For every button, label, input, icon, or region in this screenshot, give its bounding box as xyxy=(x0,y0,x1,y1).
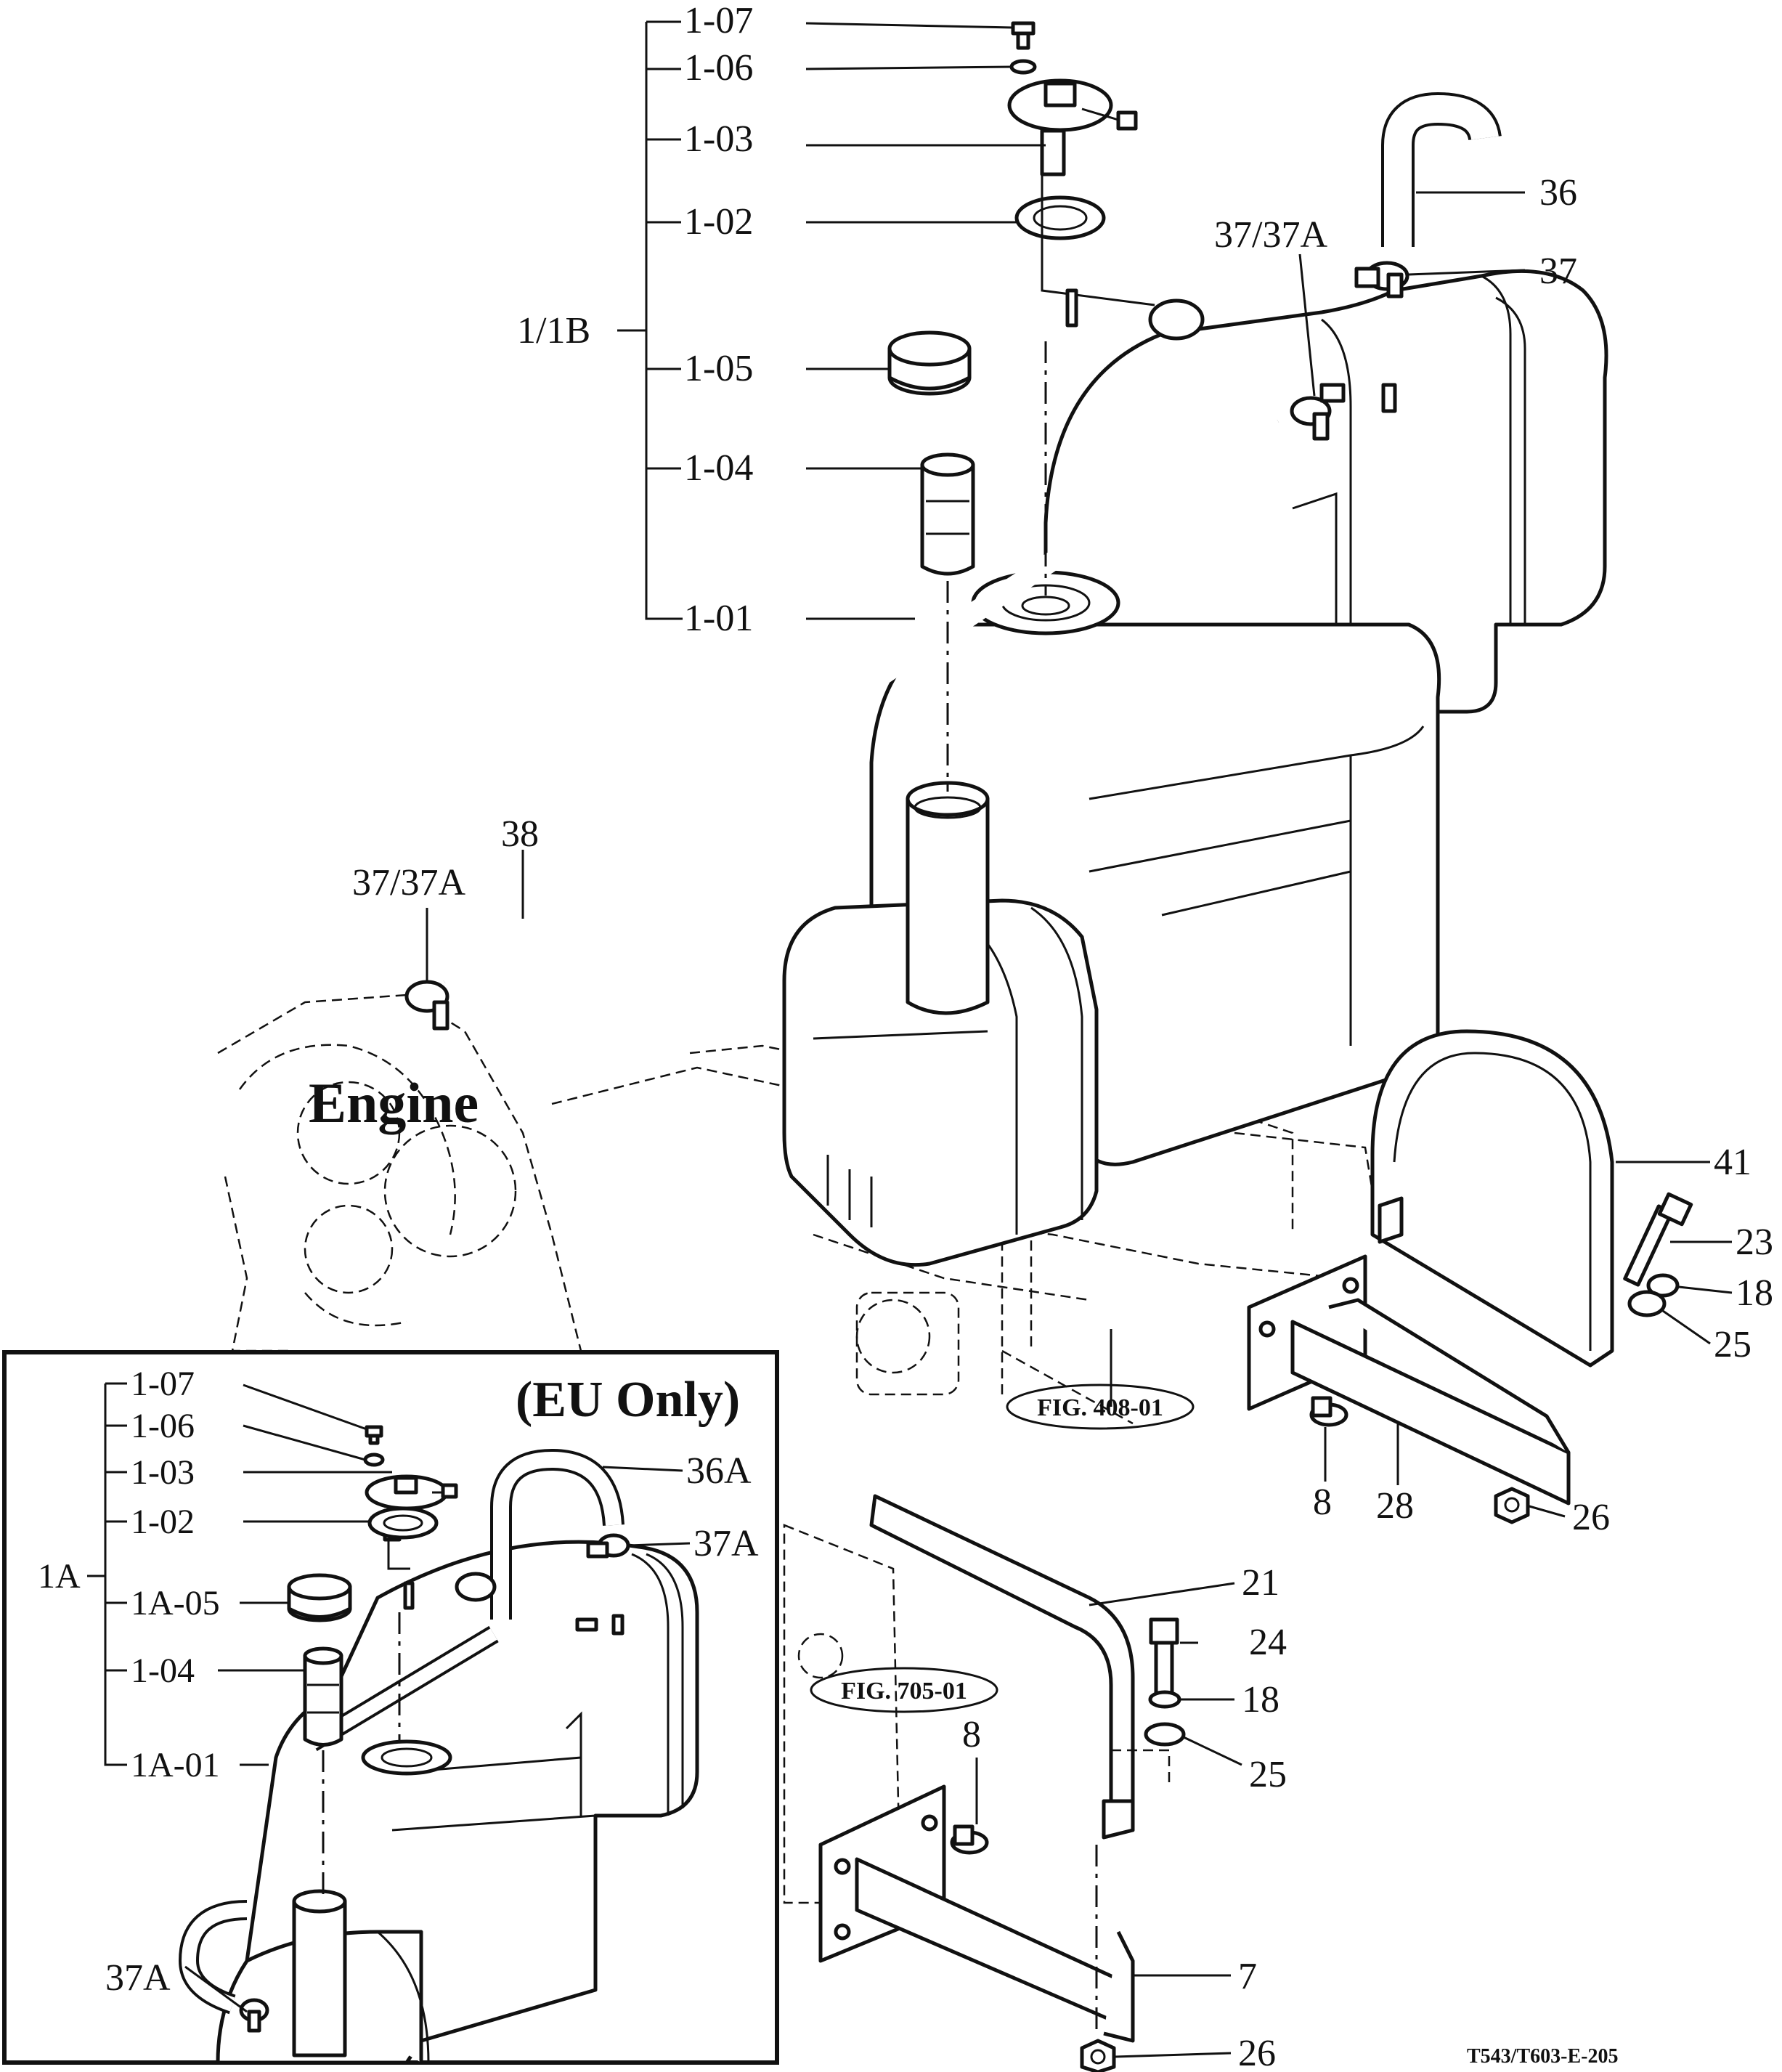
small-fitting xyxy=(1381,383,1397,413)
filler-strainer-1-04 xyxy=(920,452,975,576)
sender-float xyxy=(1148,298,1205,341)
clamp-37-37a-left xyxy=(404,980,449,1031)
label-25-bottom: 25 xyxy=(1249,1754,1287,1795)
label-8-bottom: 8 xyxy=(962,1714,981,1755)
bolt-8-bottom xyxy=(950,1824,989,1855)
inset-label-group-1a: 1A xyxy=(38,1557,81,1596)
label-26-bottom: 26 xyxy=(1238,2033,1276,2072)
label-37: 37 xyxy=(1539,251,1577,292)
hidden-line-band-21 xyxy=(1111,1749,1171,1787)
sender-screw-1-07 xyxy=(1011,21,1036,50)
label-7: 7 xyxy=(1238,1956,1257,1997)
washer-18-bottom xyxy=(1148,1690,1181,1709)
sender-tube xyxy=(1065,288,1078,328)
drawing-code: T543/T603-E-205 xyxy=(1467,2045,1618,2068)
inset-label-1a-01: 1A-01 xyxy=(131,1746,220,1784)
fig-ref-705-01: FIG. 705-01 xyxy=(810,1667,998,1713)
label-37-37a-left: 37/37A xyxy=(352,862,465,903)
band-21 xyxy=(869,1494,1135,1840)
engine-label: Engine xyxy=(309,1071,479,1134)
inset-label-1-06: 1-06 xyxy=(131,1407,195,1445)
label-18-bottom: 18 xyxy=(1242,1679,1279,1720)
fig-ref-408-01: FIG. 408-01 xyxy=(1006,1384,1195,1430)
label-1-07: 1-07 xyxy=(684,0,753,41)
inset-title: (EU Only) xyxy=(516,1372,740,1428)
inset-label-1-02: 1-02 xyxy=(131,1503,195,1541)
inset-label-1-04: 1-04 xyxy=(131,1651,195,1690)
bracket-7 xyxy=(818,1784,1135,2043)
clamp-37 xyxy=(1354,261,1409,298)
nut-26-bottom xyxy=(1080,2039,1116,2072)
label-group-1-1b: 1/1B xyxy=(517,310,590,352)
inset-label-36a: 36A xyxy=(686,1450,752,1492)
hose-38 xyxy=(439,414,1282,988)
label-1-03: 1-03 xyxy=(684,118,753,160)
label-24: 24 xyxy=(1249,1622,1287,1663)
inset-eu-only: (EU Only) 1-07 1-06 1-03 1-02 1A 1A-05 1… xyxy=(2,1350,779,2065)
svg-text:FIG. 408-01: FIG. 408-01 xyxy=(1037,1394,1163,1421)
label-1-01: 1-01 xyxy=(684,598,753,639)
label-1-02: 1-02 xyxy=(684,201,753,243)
label-21: 21 xyxy=(1242,1562,1279,1604)
inset-label-37a-bottom: 37A xyxy=(105,1957,171,1999)
nut-26-top xyxy=(1494,1487,1530,1524)
bolt-24 xyxy=(1149,1617,1179,1696)
label-25-top: 25 xyxy=(1714,1324,1752,1365)
sender-float-arm xyxy=(1041,174,1155,306)
label-23: 23 xyxy=(1736,1222,1773,1263)
washer-25-bottom xyxy=(1144,1722,1186,1747)
band-41 xyxy=(1370,1029,1614,1368)
washer-25-top xyxy=(1627,1290,1667,1317)
label-41: 41 xyxy=(1714,1142,1752,1183)
svg-text:FIG. 705-01: FIG. 705-01 xyxy=(841,1678,967,1705)
inset-label-1-07: 1-07 xyxy=(131,1365,195,1403)
bolt-23 xyxy=(1623,1192,1693,1287)
label-1-06: 1-06 xyxy=(684,47,753,89)
label-1-05: 1-05 xyxy=(684,348,753,389)
washer-18-top xyxy=(1646,1273,1680,1298)
clamp-37-37a-top xyxy=(1290,383,1346,441)
label-18-top: 18 xyxy=(1736,1272,1773,1314)
leader-lines-main xyxy=(426,20,1733,2058)
label-36: 36 xyxy=(1539,172,1577,214)
label-1-04: 1-04 xyxy=(684,447,753,489)
label-28: 28 xyxy=(1376,1485,1414,1527)
inset-label-37a-top: 37A xyxy=(693,1523,759,1564)
inset-label-1-03: 1-03 xyxy=(131,1453,195,1492)
label-37-37a-top: 37/37A xyxy=(1214,214,1327,256)
filler-cap-1-05 xyxy=(887,330,972,396)
bracket-28 xyxy=(1247,1254,1571,1506)
label-38: 38 xyxy=(501,813,539,855)
label-26-top: 26 xyxy=(1572,1497,1610,1538)
sender-unit-1-03 xyxy=(1007,78,1138,176)
sender-washer-1-06 xyxy=(1009,59,1037,75)
hose-36 xyxy=(1381,92,1502,247)
sender-gasket-1-02 xyxy=(1014,195,1106,240)
label-8-top: 8 xyxy=(1313,1482,1332,1523)
fuel-tank xyxy=(782,269,1608,1267)
inset-label-1a-05: 1A-05 xyxy=(131,1584,220,1622)
bolt-8-top xyxy=(1309,1396,1348,1427)
